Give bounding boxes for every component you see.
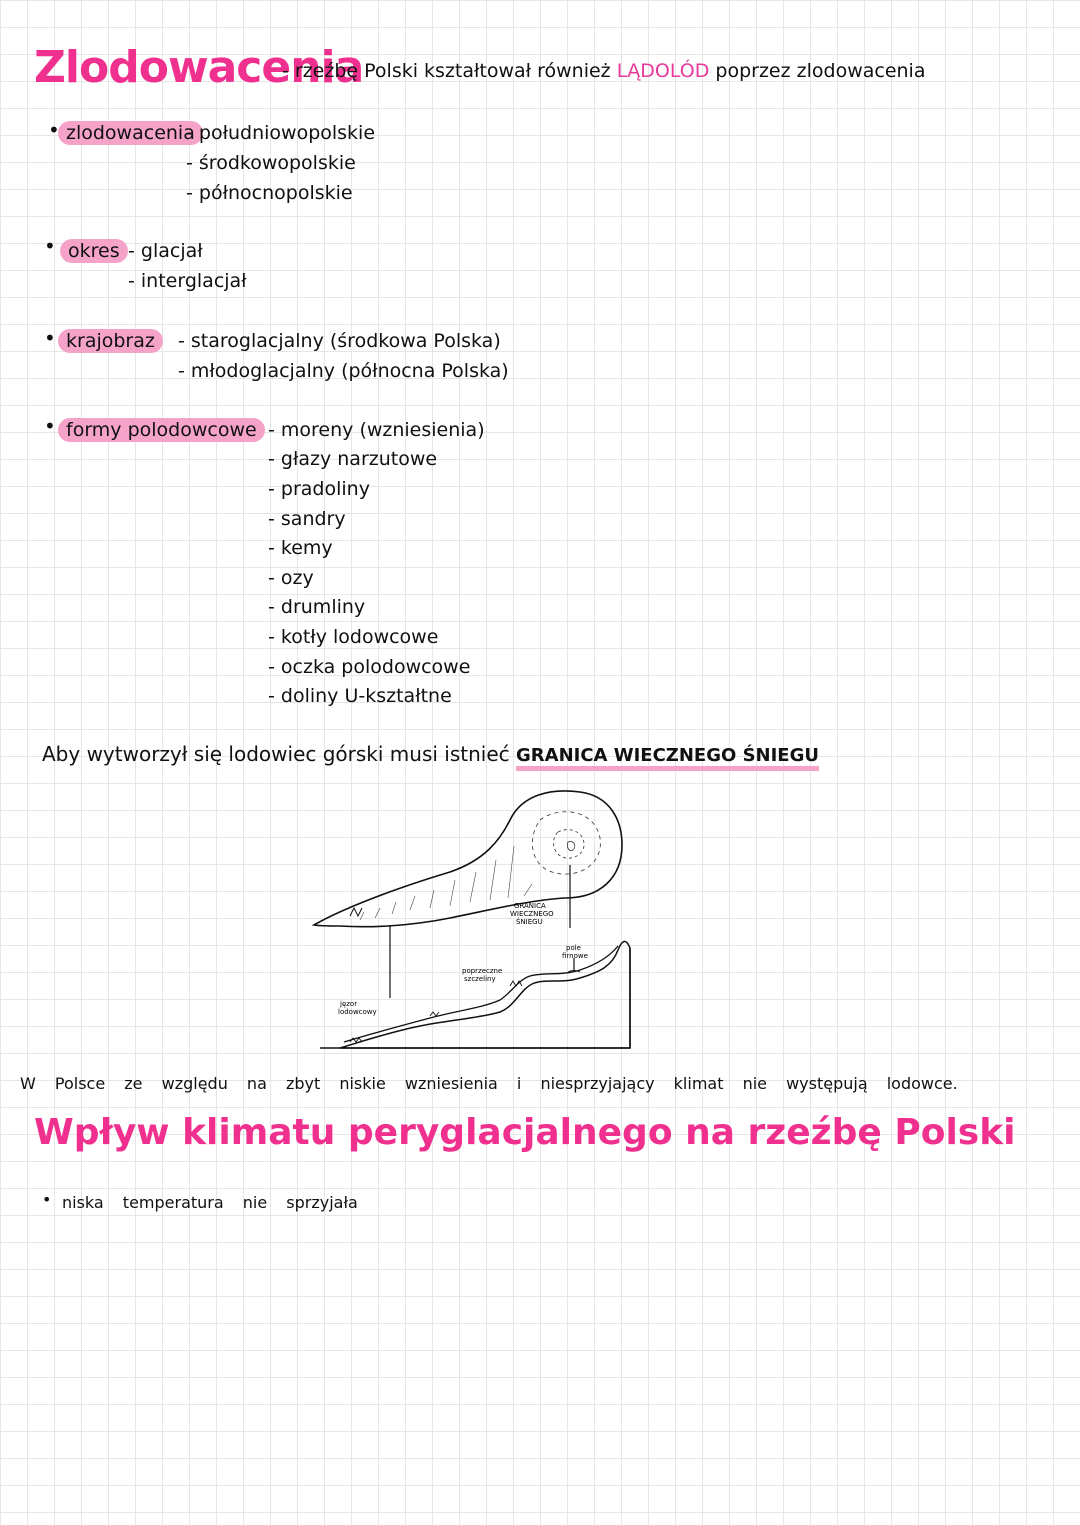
formy-item: - pradoliny	[268, 478, 370, 500]
label-pole-1: pole	[566, 944, 581, 952]
aby-underlined: GRANICA WIECZNEGO ŚNIEGU	[516, 745, 819, 771]
formy-item: - moreny (wzniesienia)	[268, 419, 485, 441]
glacier-accum-rings	[532, 811, 601, 875]
intro-line: - rzeźbę Polski kształtował również LĄDO…	[282, 60, 925, 82]
aby-line: Aby wytworzył się lodowiec górski musi i…	[42, 742, 819, 771]
section-zlodowacenia-label: zlodowacenia	[58, 121, 203, 145]
bullet-dot: •	[44, 414, 56, 438]
zlodowacenia-item: - południowopolskie	[186, 122, 376, 144]
formy-item: - głazy narzutowe	[268, 448, 438, 470]
label-granica-1: GRANICA	[514, 902, 546, 910]
glacier-diagram: GRANICA WIECZNEGO ŚNIEGU pole firnowe po…	[311, 790, 631, 1049]
zlodowacenia-item: - środkowopolskie	[186, 152, 356, 174]
label-jezor-2: lodowcowy	[338, 1008, 377, 1016]
bullet-dot: •	[48, 118, 60, 142]
intro-suffix: poprzez zlodowacenia	[715, 60, 926, 82]
section-krajobraz-label: krajobraz	[58, 329, 163, 353]
section-okres-label: okres	[60, 239, 128, 263]
glacier-outline	[311, 790, 623, 928]
krajobraz-item: - staroglacjalny (środkowa Polska)	[178, 330, 501, 352]
glacier-profile	[343, 945, 619, 1043]
label-granica-2: WIECZNEGO	[510, 910, 554, 918]
formy-item: - oczka polodowcowe	[268, 656, 471, 678]
bullet-dot: •	[42, 1190, 52, 1209]
okres-item: - interglacjał	[128, 270, 247, 292]
section-formy-label: formy polodowcowe	[58, 418, 265, 442]
label-granica-3: ŚNIEGU	[516, 917, 543, 926]
page-title: Zlodowacenia	[34, 42, 364, 93]
bullet-dot: •	[44, 234, 56, 258]
bullet-dot: •	[44, 326, 56, 350]
label-pole-2: firnowe	[562, 952, 588, 960]
bedrock-profile	[339, 940, 631, 1049]
formy-item: - ozy	[268, 567, 314, 589]
label-szczeliny-1: poprzeczne	[462, 967, 502, 975]
formy-item: - kotły lodowcowe	[268, 626, 439, 648]
krajobraz-item: - młodoglacjalny (północna Polska)	[178, 360, 509, 382]
bullet-last: niska temperatura nie sprzyjała	[62, 1193, 358, 1212]
label-jezor-1: jęzor	[339, 1000, 357, 1008]
w-polsce-line: W Polsce ze względu na zbyt niskie wznie…	[20, 1074, 958, 1093]
aby-text: Aby wytworzył się lodowiec górski musi i…	[42, 742, 510, 766]
section-title-peryglacjalny: Wpływ klimatu peryglacjalnego na rzeźbę …	[34, 1112, 1016, 1153]
formy-item: - drumliny	[268, 596, 366, 618]
formy-item: - kemy	[268, 537, 333, 559]
label-szczeliny-2: szczeliny	[464, 975, 496, 983]
intro-accent: LĄDOLÓD	[616, 60, 710, 82]
formy-item: - sandry	[268, 508, 346, 530]
formy-item: - doliny U-kształtne	[268, 685, 452, 707]
okres-item: - glacjał	[128, 240, 203, 262]
intro-prefix: - rzeźbę Polski kształtował również	[282, 60, 611, 82]
zlodowacenia-item: - północnopolskie	[186, 182, 353, 204]
